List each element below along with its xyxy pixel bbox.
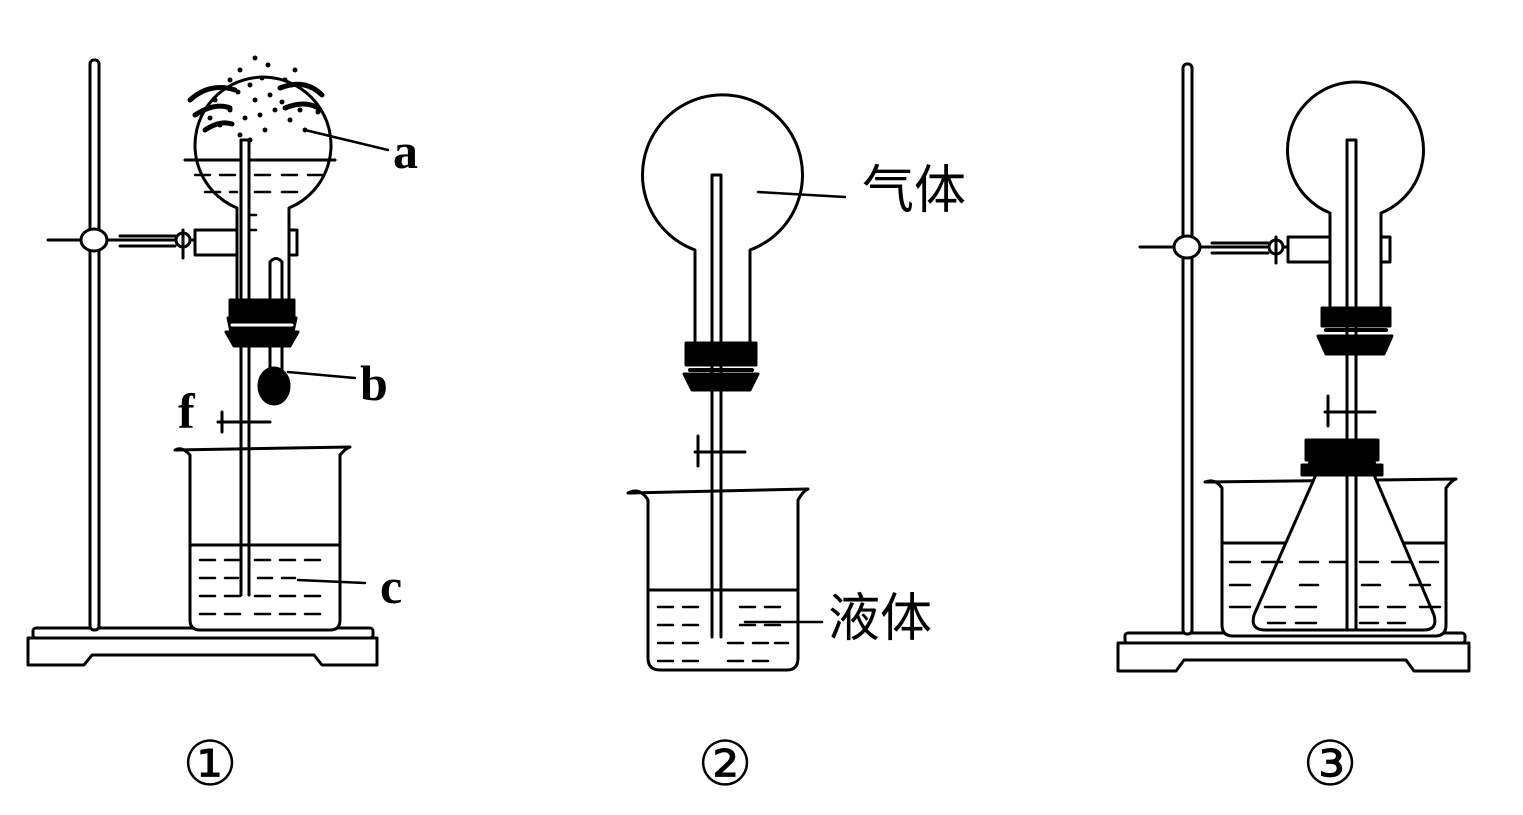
beaker-1 bbox=[173, 445, 352, 632]
label-liquid: 液体 bbox=[828, 591, 932, 648]
stand-base-1 bbox=[26, 626, 379, 667]
stand-base-3 bbox=[1116, 631, 1471, 673]
apparatus-3 bbox=[1116, 62, 1471, 673]
stand-rod-1 bbox=[88, 58, 101, 632]
apparatus-1 bbox=[26, 55, 390, 667]
text-labels: a b f c 气体 液体 ① ② ③ bbox=[178, 123, 1358, 799]
stopper-3 bbox=[1316, 306, 1394, 356]
label-b: b bbox=[360, 355, 388, 411]
stopper-2 bbox=[682, 341, 760, 392]
conical-flask-3 bbox=[1251, 438, 1437, 632]
spray-arcs bbox=[187, 81, 325, 133]
caption-2: ② bbox=[697, 731, 753, 799]
stopper-1 bbox=[224, 298, 300, 348]
caption-3: ③ bbox=[1302, 731, 1358, 799]
liquid-c bbox=[198, 558, 322, 616]
leader-lines-2 bbox=[743, 190, 847, 624]
label-a: a bbox=[393, 123, 418, 179]
dropper-b bbox=[257, 344, 291, 406]
stand-rod-3 bbox=[1181, 62, 1194, 636]
label-gas: 气体 bbox=[862, 163, 966, 220]
flask-2 bbox=[641, 93, 804, 347]
stopcock-f bbox=[216, 410, 272, 434]
stopcock-2 bbox=[693, 434, 747, 468]
flask-1 bbox=[183, 55, 337, 307]
caption-1: ① bbox=[182, 731, 238, 799]
stopcock-3 bbox=[1323, 394, 1377, 428]
liquid-2 bbox=[656, 605, 790, 663]
beaker-2 bbox=[626, 487, 810, 672]
label-f: f bbox=[178, 383, 196, 439]
liquid-3 bbox=[1228, 560, 1442, 625]
dropper-inner-1 bbox=[268, 257, 284, 307]
leader-lines-1 bbox=[286, 128, 390, 585]
apparatus-2 bbox=[626, 93, 847, 672]
label-c: c bbox=[380, 558, 402, 614]
